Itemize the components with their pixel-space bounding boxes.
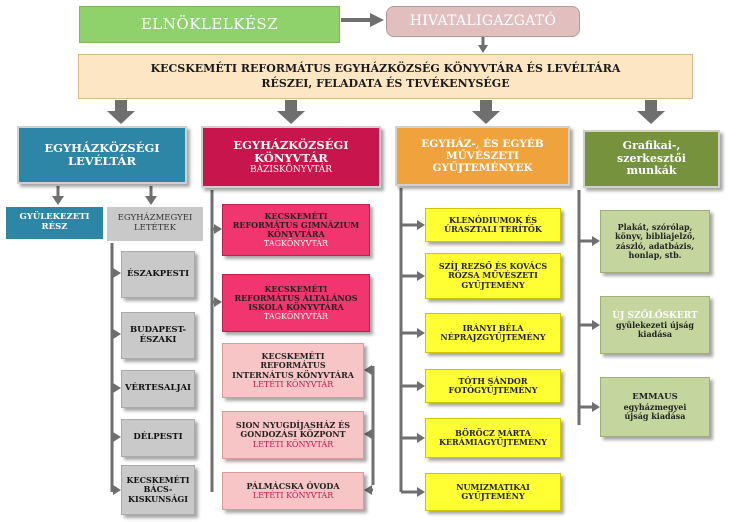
deposit-item: BUDAPEST- ÉSZAKI bbox=[121, 312, 195, 359]
arrow-head-icon bbox=[417, 381, 425, 391]
president-label: ELNÖKLELKÉSZ bbox=[140, 14, 279, 33]
graphics-header: Grafikai-, szerkesztői munkák bbox=[583, 130, 720, 188]
arrow-head-icon bbox=[592, 236, 600, 246]
collection-item: SZÍJ REZSŐ ÉS KOVÁCS RÓZSA MŰVÉSZETI GYŰ… bbox=[425, 253, 561, 299]
arrow-head-icon bbox=[417, 220, 425, 230]
congregation-label: GYÜLEKEZETI RÉSZ bbox=[19, 212, 90, 232]
deposit-item: VÉRTESALJAI bbox=[121, 370, 195, 408]
collection-item: KLENÓDIUMOK ÉS ÚRASZTALI TERÍTŐK bbox=[425, 208, 561, 242]
library-branch: PÁLMÁCSKA ÓVODA LETÉTI KÖNYVTÁR bbox=[222, 472, 364, 510]
arrow-head-icon bbox=[113, 383, 121, 393]
director-label: HIVATALIGAZGATÓ bbox=[409, 13, 557, 30]
director-box: HIVATALIGAZGATÓ bbox=[386, 6, 580, 37]
arrow-head-icon bbox=[592, 320, 600, 330]
congregation-box: GYÜLEKEZETI RÉSZ bbox=[6, 207, 103, 239]
main-title-line1: KECSKEMÉTI REFORMÁTUS EGYHÁZKÖZSÉG KÖNYV… bbox=[150, 61, 621, 75]
arrow-head-icon bbox=[417, 271, 425, 281]
graphics-item: ÚJ SZŐLŐSKERT gyülekezeti újság kiadása bbox=[600, 296, 710, 354]
graphics-item: EMMAUS egyházmegyei újság kiadása bbox=[600, 377, 710, 437]
arrow-head-icon bbox=[113, 485, 121, 495]
arrow-head-icon bbox=[113, 432, 121, 442]
arrow-head-icon bbox=[417, 433, 425, 443]
arrow-head-icon bbox=[417, 487, 425, 497]
library-branch: KECSKEMÉTI REFORMÁTUS INTERNÁTUS KÖNYVTÁ… bbox=[222, 343, 364, 398]
arrow-head-icon bbox=[214, 224, 222, 234]
deposit-item: ÉSZAKPESTI bbox=[121, 251, 195, 298]
arrow-head-icon bbox=[113, 329, 121, 339]
library-branch: KECSKEMÉTI REFORMÁTUS ÁLTALÁNOS ISKOLA K… bbox=[222, 274, 370, 332]
arrow-head-icon bbox=[214, 297, 222, 307]
deposit-item: DÉLPESTI bbox=[121, 419, 195, 457]
graphics-title: Grafikai-, szerkesztői munkák bbox=[617, 139, 686, 178]
library-branch: KECSKEMÉTI REFORMÁTUS GIMNÁZIUM KÖNYVTÁR… bbox=[222, 204, 370, 256]
deposit-item: KECSKEMÉTI BÁCS- KISKUNSÁGI bbox=[121, 465, 195, 515]
arrow-head-icon bbox=[364, 365, 372, 375]
deposits-box: EGYHÁZMEGYEI LETÉTEK bbox=[107, 207, 203, 241]
arrow-head-icon bbox=[113, 268, 121, 278]
deposits-title: EGYHÁZMEGYEI LETÉTEK bbox=[117, 213, 193, 233]
main-title-line2: RÉSZEI, FELADATA ÉS TEVÉKENYSÉGE bbox=[261, 76, 510, 90]
collection-item: NUMIZMATIKAI GYŰJTEMÉNY bbox=[425, 473, 561, 511]
library-branch: SION NYUGDÍJASHÁZ ÉS GONDOZÁSI KÖZPONT L… bbox=[222, 411, 364, 459]
archive-header: EGYHÁZKÖZSÉGI LEVÉLTÁR bbox=[17, 126, 187, 184]
archive-title: EGYHÁZKÖZSÉGI LEVÉLTÁR bbox=[44, 140, 160, 168]
collections-title: EGYHÁZ-, ÉS EGYÉB MŰVÉSZETI GYŰJTEMÉNYEK bbox=[421, 137, 544, 175]
arrow-head-icon bbox=[592, 402, 600, 412]
library-header: EGYHÁZKÖZSÉGI KÖNYVTÁR BÁZISKÖNYVTÁR bbox=[201, 126, 381, 188]
library-subtitle: BÁZISKÖNYVTÁR bbox=[249, 165, 333, 176]
collection-item: IRÁNYI BÉLA NÉPRAJZGYŰJTEMÉNY bbox=[425, 313, 561, 353]
president-box: ELNÖKLELKÉSZ bbox=[79, 6, 340, 43]
library-title: EGYHÁZKÖZSÉGI KÖNYVTÁR bbox=[233, 137, 349, 165]
arrow-head-icon bbox=[364, 485, 372, 495]
collection-item: BÖRÖCZ MÁRTA KERÁMIAGYŰJTEMÉNY bbox=[425, 418, 561, 458]
arrow-head-icon bbox=[417, 328, 425, 338]
graphics-item: Plakát, szórólap, könyv, bibliajelző, zá… bbox=[600, 210, 710, 273]
main-title-box: KECSKEMÉTI REFORMÁTUS EGYHÁZKÖZSÉG KÖNYV… bbox=[78, 54, 693, 99]
arrow-head-icon bbox=[364, 429, 372, 439]
collection-item: TÓTH SÁNDOR FOTÓGYŰJTEMÉNY bbox=[425, 369, 561, 403]
collections-header: EGYHÁZ-, ÉS EGYÉB MŰVÉSZETI GYŰJTEMÉNYEK bbox=[395, 126, 570, 186]
